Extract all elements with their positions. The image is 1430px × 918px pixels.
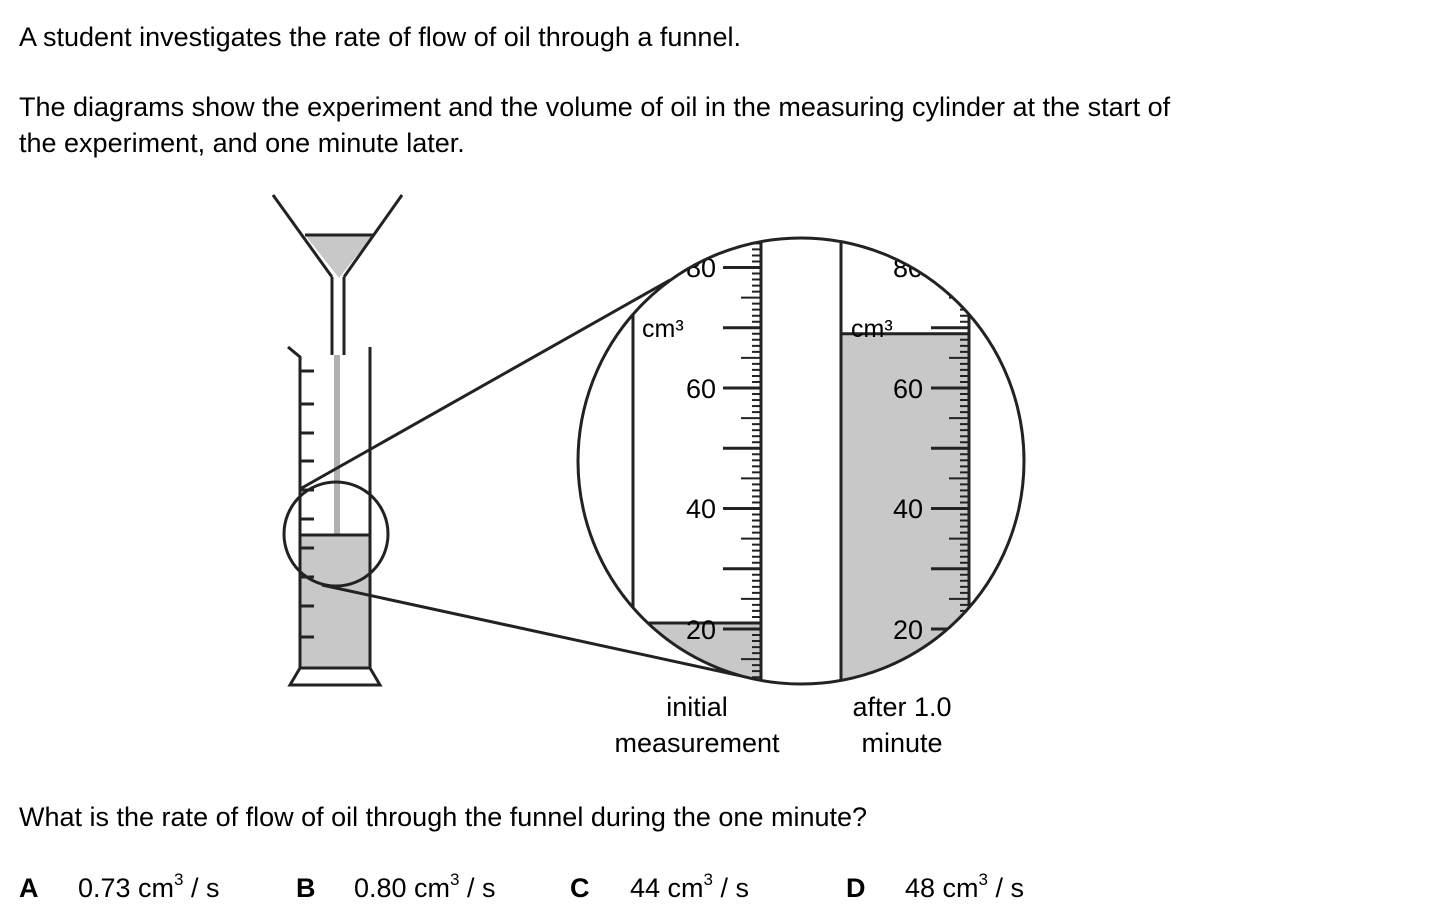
magnified-view: cm³ cm³ 80 60 40 20 80 60 40 20 xyxy=(631,238,971,684)
right-scale-label-40: 40 xyxy=(893,494,923,524)
right-scale-label-20: 20 xyxy=(893,615,923,645)
option-letter: A xyxy=(19,873,39,903)
left-scale-label-20: 20 xyxy=(686,615,716,645)
measuring-cylinder xyxy=(287,345,383,687)
option-value: 48 cm3 / s xyxy=(905,870,1025,903)
right-scale-label-80: 80 xyxy=(893,253,923,283)
scale-ticks-left xyxy=(723,238,761,684)
option-a[interactable]: A 0.73 cm3 / s xyxy=(19,864,220,906)
option-d[interactable]: D 48 cm3 / s xyxy=(846,864,1024,906)
option-value: 44 cm3 / s xyxy=(630,870,750,903)
caption-after-line-2: minute xyxy=(861,728,942,758)
left-scale-label-60: 60 xyxy=(686,374,716,404)
oil-stream xyxy=(334,355,340,535)
magnifier-lines xyxy=(282,278,761,682)
option-value: 0.73 cm3 / s xyxy=(78,870,220,903)
option-letter: C xyxy=(570,873,590,903)
question-description: The diagrams show the experiment and the… xyxy=(19,89,1170,161)
caption-after-line-1: after 1.0 xyxy=(852,692,951,722)
description-line-1: The diagrams show the experiment and the… xyxy=(19,92,1171,122)
right-scale-label-60: 60 xyxy=(893,374,923,404)
option-b[interactable]: B 0.80 cm3 / s xyxy=(296,864,496,906)
caption-initial-line-2: measurement xyxy=(614,728,780,758)
option-value: 0.80 cm3 / s xyxy=(354,870,496,903)
left-scale-label-40: 40 xyxy=(686,494,716,524)
zoom-region-circle xyxy=(282,480,390,588)
description-line-2: the experiment, and one minute later. xyxy=(19,128,465,158)
funnel xyxy=(271,194,404,355)
question-intro: A student investigates the rate of flow … xyxy=(19,22,741,52)
funnel-oil xyxy=(305,235,373,278)
option-c[interactable]: C 44 cm3 / s xyxy=(570,864,749,906)
caption-initial-line-1: initial xyxy=(666,692,728,722)
magnified-circle xyxy=(576,236,1026,686)
unit-label-right: cm³ xyxy=(851,315,893,343)
option-letter: B xyxy=(296,873,316,903)
question-prompt: What is the rate of flow of oil through … xyxy=(19,802,868,832)
cylinder-oil xyxy=(301,535,369,668)
option-letter: D xyxy=(846,873,866,903)
unit-label-left: cm³ xyxy=(642,315,684,343)
